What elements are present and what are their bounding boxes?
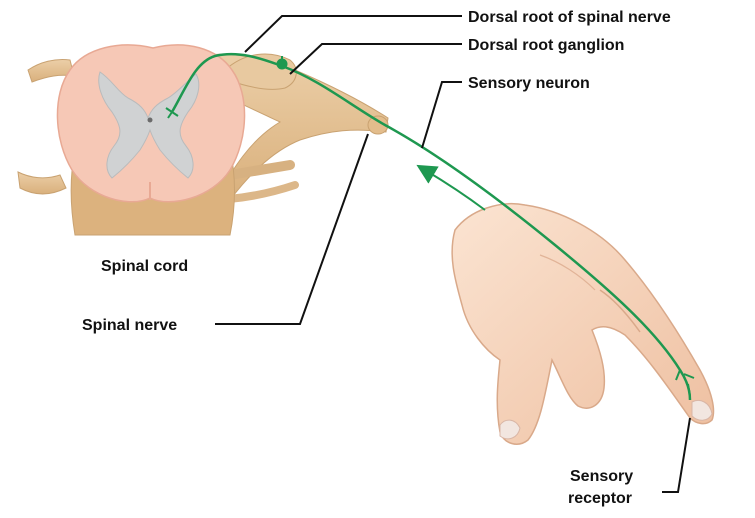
hand-illustration: [452, 204, 713, 444]
leader-line-sensory-neuron: [422, 82, 462, 148]
leader-line-sensory-receptor: [662, 418, 690, 492]
label-spinal-nerve: Spinal nerve: [82, 317, 177, 334]
label-dorsal-root-ganglion: Dorsal root ganglion: [468, 37, 624, 54]
label-dorsal-root: Dorsal root of spinal nerve: [468, 9, 671, 26]
signal-direction-arrow: [425, 170, 485, 210]
neuron-cell-body: [277, 59, 288, 70]
leader-line-ganglion: [290, 44, 462, 74]
label-sensory-neuron: Sensory neuron: [468, 75, 590, 92]
label-sensory-receptor-line1: Sensory: [570, 468, 633, 485]
label-spinal-cord: Spinal cord: [101, 258, 188, 275]
leader-line-dorsal-root: [245, 16, 462, 52]
spinal-cord-section: [57, 45, 244, 235]
label-sensory-receptor-line2: receptor: [568, 490, 632, 507]
